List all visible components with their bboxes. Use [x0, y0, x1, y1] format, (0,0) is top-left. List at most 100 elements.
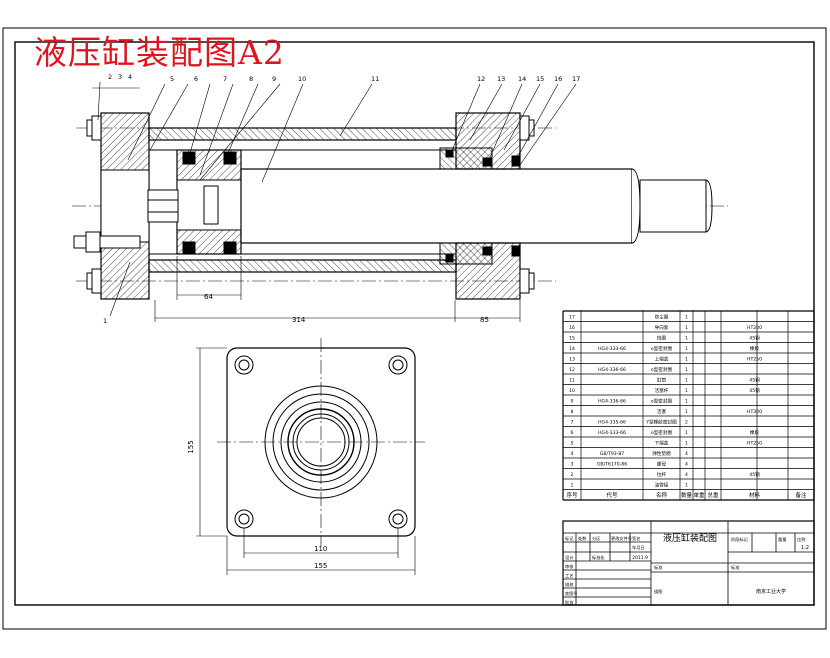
- bom-cell: 2: [571, 472, 574, 478]
- dim-155-vertical: 155: [187, 440, 195, 453]
- callout-numbers: 2 3 4 5 6 7 8 9 10 11 12 13 14 15 16 17 …: [103, 73, 580, 325]
- bom-cell: 下端盖: [655, 440, 669, 447]
- svg-text:标记: 标记: [565, 535, 574, 542]
- bom-cell: 上端盖: [655, 356, 669, 363]
- end-view: [196, 338, 425, 575]
- bom-cell: 橡胶: [750, 429, 760, 436]
- bom-header-cell: 数量: [681, 491, 693, 499]
- bom-cell: 活塞: [657, 408, 667, 415]
- bom-cell: 挡圈: [657, 335, 667, 342]
- callout-16: 16: [554, 75, 562, 83]
- bom-cell: 拉杆: [657, 471, 667, 478]
- callout-9: 9: [272, 75, 276, 83]
- bom-cell: HG4-336-66: [598, 367, 626, 373]
- svg-text:重量: 重量: [778, 536, 786, 543]
- bom-cell: 45钢: [749, 471, 760, 478]
- bom-cell: 1: [685, 430, 688, 436]
- svg-text:批准: 批准: [565, 599, 573, 606]
- callout-4: 4: [128, 73, 132, 81]
- bom-cell: 1: [685, 325, 688, 331]
- bom-cell: 12: [569, 367, 575, 373]
- bom-header-cell: 备注: [795, 491, 807, 499]
- callout-5: 5: [170, 75, 174, 83]
- svg-text:审核: 审核: [565, 563, 574, 570]
- bom-cell: 11: [569, 378, 575, 384]
- bom-cell: 14: [569, 346, 575, 352]
- bom-cell: 15: [569, 336, 575, 342]
- end-flange: [226, 347, 416, 537]
- bom-cell: 2: [685, 420, 688, 426]
- bom-cell: 7: [571, 420, 574, 426]
- bom-cell: HT300: [747, 409, 762, 415]
- title-block: [562, 520, 815, 606]
- bom-cell: 防尘圈: [655, 314, 669, 321]
- bom-cell: HG4-333-66: [598, 430, 626, 436]
- bom-cell: 3: [571, 462, 574, 468]
- bom-cell: 45钢: [749, 377, 760, 384]
- svg-text:底图号: 底图号: [565, 590, 578, 597]
- svg-text:比例: 比例: [797, 536, 805, 543]
- dim-110: 110: [314, 545, 327, 553]
- callout-11: 11: [371, 75, 379, 83]
- svg-text:描图: 描图: [654, 588, 662, 595]
- svg-text:标准化: 标准化: [592, 554, 605, 561]
- bom-cell: 6: [571, 430, 574, 436]
- callout-3: 3: [118, 73, 122, 81]
- bom-cell: 45钢: [749, 335, 760, 342]
- bom-cell: 16: [569, 325, 575, 331]
- section-view: [72, 112, 728, 322]
- bom-cell: o型密封圈: [651, 366, 673, 373]
- callout-17: 17: [572, 75, 580, 83]
- bom-cell: 4: [685, 451, 688, 457]
- svg-text:工艺: 工艺: [565, 573, 573, 578]
- callout-7: 7: [223, 75, 227, 83]
- bom-cell: HT200: [747, 325, 762, 331]
- dim-314: 314: [292, 316, 306, 324]
- bom-cell: 45钢: [749, 387, 760, 394]
- piston-rod: [240, 168, 633, 244]
- bom-cell: 橡胶: [750, 345, 760, 352]
- bom-cell: HG4-336-66: [598, 399, 626, 405]
- rod-end: [639, 179, 707, 233]
- bom-cell: GB/T6170-86: [597, 462, 627, 468]
- bom-cell: o型密封圈: [651, 429, 673, 436]
- dim-155-horizontal: 155: [314, 562, 327, 570]
- bom-header-cell: 代号: [606, 491, 618, 499]
- svg-text:阶段标记: 阶段标记: [731, 536, 749, 543]
- callout-15: 15: [536, 75, 544, 83]
- svg-text:设计: 设计: [565, 554, 573, 561]
- scale-value: 1:2: [801, 545, 809, 551]
- date-value: 2011.9: [632, 555, 648, 561]
- callout-6: 6: [194, 75, 198, 83]
- bom-cell: GB/T93-87: [600, 451, 624, 457]
- bom-cell: 8: [571, 409, 574, 415]
- svg-text:描校: 描校: [565, 581, 574, 588]
- bom-cell: 1: [685, 357, 688, 363]
- bom-cell: 1: [685, 399, 688, 405]
- callout-13: 13: [497, 75, 505, 83]
- svg-text:标准: 标准: [654, 564, 662, 571]
- drawing-title: 液压缸装配图A2: [34, 33, 285, 72]
- cylinder-barrel-bottom: [148, 259, 457, 273]
- bom-header-cell: 序号: [566, 491, 578, 499]
- bom-cell: 1: [685, 409, 688, 415]
- bom-cell: 1: [685, 378, 688, 384]
- school-name: 南京工业大学: [756, 588, 786, 595]
- bom-cell: 5: [571, 441, 574, 447]
- bom-cell: 油管接: [655, 482, 669, 489]
- bom-cell: 弹性垫圈: [652, 450, 671, 457]
- bom-cell: 13: [569, 357, 575, 363]
- callout-14: 14: [518, 75, 526, 83]
- bom-cell: Y型橡胶密封圈: [645, 419, 677, 426]
- bom-cell: o型密封圈: [651, 398, 673, 405]
- bom-cell: 活塞杆: [655, 387, 669, 394]
- bom-cell: 4: [571, 451, 574, 457]
- bom-cell: HG4-333-66: [598, 346, 626, 352]
- bom-header-cell: 材料: [749, 491, 761, 499]
- bom-cell: HT250: [747, 357, 762, 363]
- bom-cell: 缸筒: [657, 377, 667, 384]
- bom-cell: 1: [685, 388, 688, 394]
- callout-8: 8: [249, 75, 253, 83]
